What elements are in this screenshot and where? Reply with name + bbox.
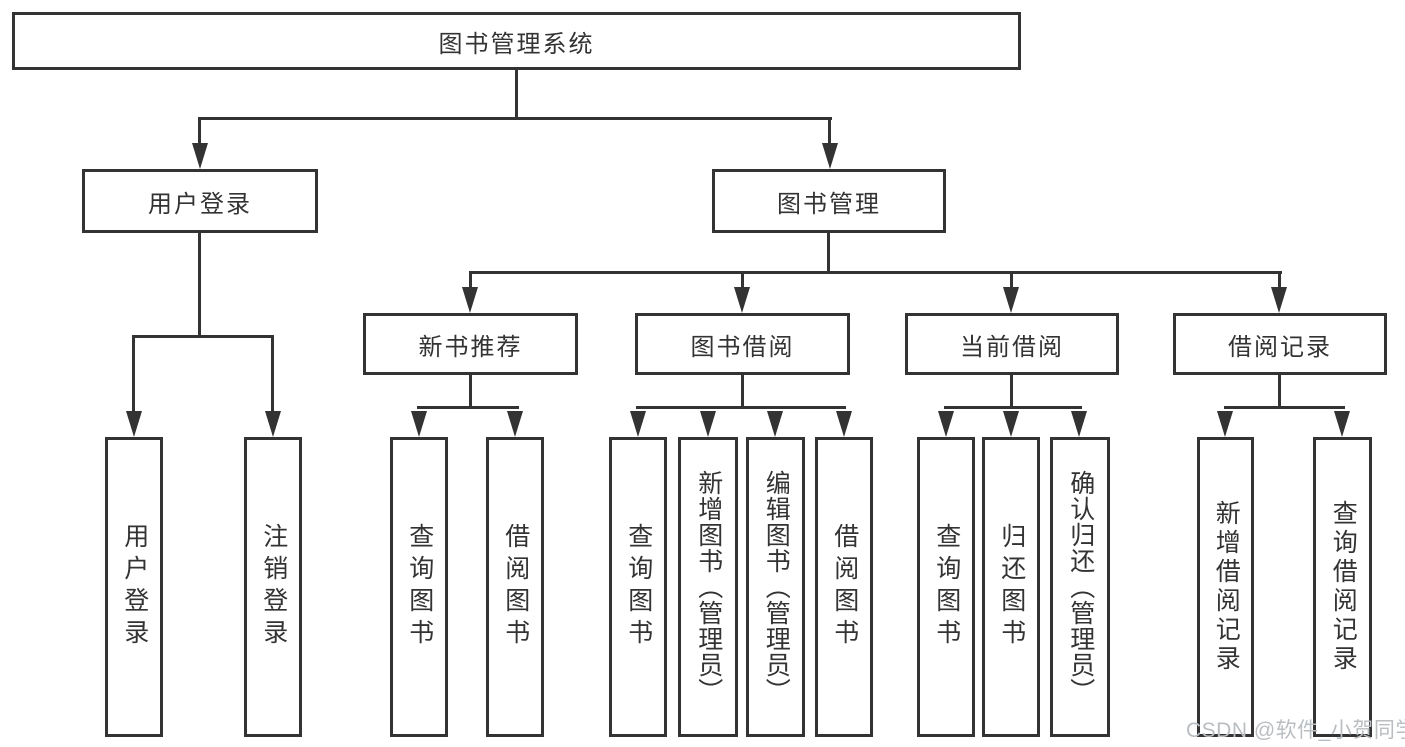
connector-line <box>469 271 1282 274</box>
leaf-label: 查询图书 <box>932 523 961 651</box>
node-label: 图书借阅 <box>690 333 795 361</box>
leaf-label: 编辑图书（管理员） <box>762 470 791 704</box>
leaf-query-books-recommend: 查询图书 <box>390 437 448 737</box>
leaf-query-books-borrow: 查询图书 <box>609 437 667 737</box>
leaf-label: 注销登录 <box>259 523 288 651</box>
connector-line <box>1010 374 1013 409</box>
arrow-down-icon <box>1271 287 1287 313</box>
node-label: 图书管理 <box>777 190 881 218</box>
arrow-down-icon <box>700 411 716 437</box>
arrow-down-icon <box>411 411 427 437</box>
connector-line <box>271 335 274 415</box>
leaf-edit-book-admin: 编辑图书（管理员） <box>746 437 805 737</box>
node-library-management-system: 图书管理系统 <box>12 12 1021 70</box>
arrow-down-icon <box>734 287 750 313</box>
csdn-watermark: CSDN @软件_小贺同学 <box>1186 719 1405 742</box>
node-label: 当前借阅 <box>960 333 1064 361</box>
connector-line <box>132 335 135 415</box>
leaf-borrow-books: 借阅图书 <box>815 437 873 737</box>
arrow-down-icon <box>767 411 783 437</box>
connector-line <box>469 374 472 409</box>
connector-line <box>1010 271 1013 291</box>
arrow-down-icon <box>462 287 478 313</box>
connector-line <box>1278 374 1281 409</box>
leaf-borrow-books-recommend: 借阅图书 <box>486 437 544 737</box>
leaf-add-book-admin: 新增图书（管理员） <box>678 437 738 737</box>
leaf-user-login: 用户登录 <box>105 437 163 737</box>
leaf-label: 新增借阅记录 <box>1212 500 1241 674</box>
node-book-management: 图书管理 <box>712 169 946 233</box>
node-label: 用户登录 <box>148 190 252 218</box>
leaf-query-borrow-record: 查询借阅记录 <box>1313 437 1372 737</box>
leaf-label: 新增图书（管理员） <box>694 470 723 704</box>
arrow-down-icon <box>1217 411 1233 437</box>
arrow-down-icon <box>192 143 208 169</box>
node-new-book-recommendation: 新书推荐 <box>363 313 578 375</box>
leaf-logout: 注销登录 <box>244 437 302 737</box>
node-label: 新书推荐 <box>418 333 523 361</box>
arrow-down-icon <box>265 411 281 437</box>
connector-line <box>198 117 832 120</box>
leaf-add-borrow-record: 新增借阅记录 <box>1197 437 1254 737</box>
leaf-label: 查询借阅记录 <box>1329 500 1358 674</box>
leaf-query-books-current: 查询图书 <box>917 437 975 737</box>
connector-line <box>827 232 830 274</box>
node-label: 借阅记录 <box>1228 333 1332 361</box>
arrow-down-icon <box>630 411 646 437</box>
connector-line <box>417 406 519 409</box>
leaf-label: 用户登录 <box>120 523 149 651</box>
leaf-label: 借阅图书 <box>830 523 859 651</box>
connector-line <box>828 117 831 147</box>
connector-line <box>198 232 201 338</box>
arrow-down-icon <box>836 411 852 437</box>
connector-line <box>515 69 518 119</box>
leaf-label: 归还图书 <box>997 523 1026 651</box>
node-user-login: 用户登录 <box>82 169 318 233</box>
node-book-borrowing: 图书借阅 <box>635 313 850 375</box>
leaf-return-books: 归还图书 <box>982 437 1040 737</box>
arrow-down-icon <box>1071 411 1087 437</box>
connector-line <box>132 335 274 338</box>
arrow-down-icon <box>822 143 838 169</box>
leaf-confirm-return-admin: 确认归还（管理员） <box>1050 437 1110 737</box>
leaf-label: 查询图书 <box>405 523 434 651</box>
connector-line <box>741 271 744 291</box>
leaf-label: 查询图书 <box>624 523 653 651</box>
arrow-down-icon <box>507 411 523 437</box>
connector-line <box>944 406 1082 409</box>
node-label: 图书管理系统 <box>438 30 595 58</box>
connector-line <box>1224 406 1345 409</box>
leaf-label: 确认归还（管理员） <box>1066 470 1095 704</box>
arrow-down-icon <box>1334 411 1350 437</box>
connector-line <box>469 271 472 291</box>
connector-line <box>198 117 201 147</box>
arrow-down-icon <box>1003 411 1019 437</box>
connector-line <box>1278 271 1281 291</box>
connector-line <box>741 374 744 409</box>
arrow-down-icon <box>126 411 142 437</box>
connector-line <box>636 406 846 409</box>
node-current-borrowing: 当前借阅 <box>905 313 1119 375</box>
node-borrowing-records: 借阅记录 <box>1173 313 1387 375</box>
leaf-label: 借阅图书 <box>501 523 530 651</box>
arrow-down-icon <box>1003 287 1019 313</box>
arrow-down-icon <box>938 411 954 437</box>
